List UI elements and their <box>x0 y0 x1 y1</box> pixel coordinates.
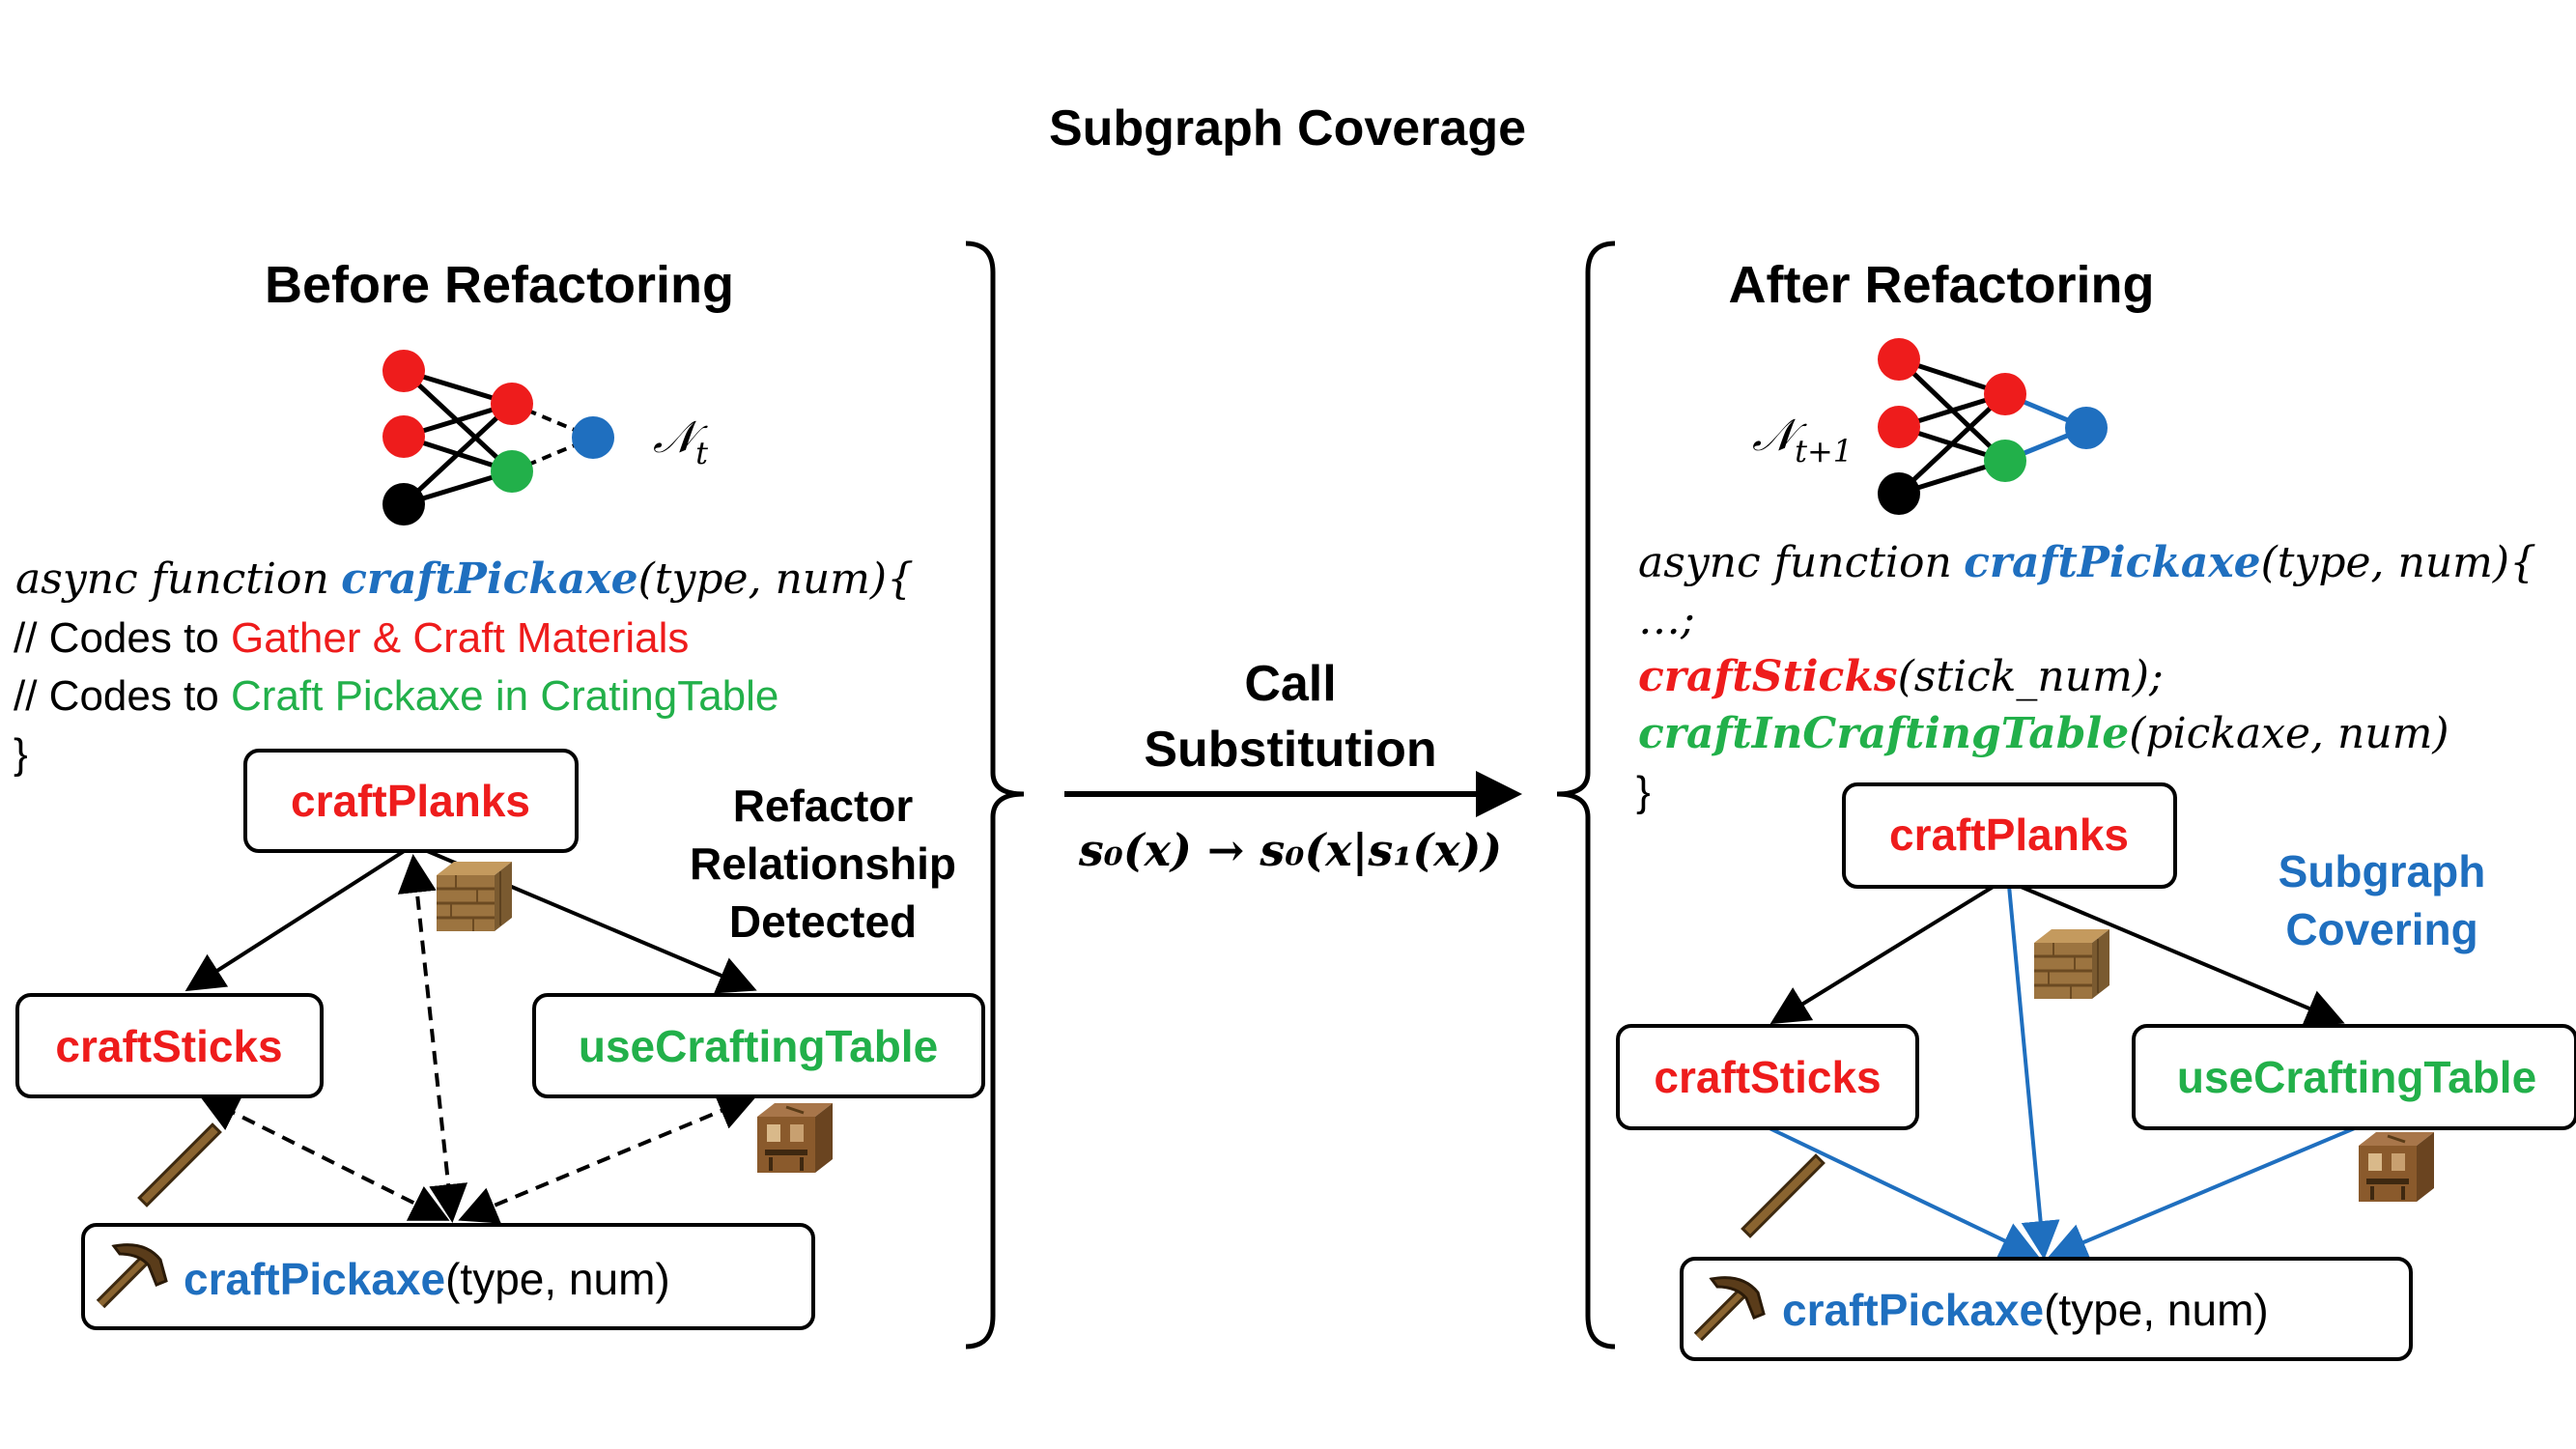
refactor-annotation-line1: Refactor <box>733 781 914 831</box>
node-after-craftplanks <box>1842 782 2177 889</box>
code-after-signature: async function craftPickaxe(type, num){ <box>1638 538 2536 587</box>
node-after-craftplanks-label: craftPlanks <box>1889 810 2129 860</box>
page-title: Subgraph Coverage <box>1049 100 1526 156</box>
stick-icon <box>147 1132 212 1198</box>
right-bracket <box>1556 241 1616 1350</box>
node-after-craftpickaxe-label: craftPickaxe(type, num) <box>1782 1285 2269 1335</box>
node-before-craftplanks <box>243 749 579 853</box>
subgraph-covering-line2: Covering <box>2285 904 2477 954</box>
node-before-craftsticks <box>15 993 324 1098</box>
network-label-after: 𝒩t+1 <box>1752 409 1853 469</box>
graph-after-edges <box>1767 884 2358 1261</box>
node-after-craftsticks <box>1616 1024 1919 1130</box>
call-substitution-line1: Call <box>1244 656 1336 712</box>
network-after-icon <box>1878 338 2108 515</box>
plank-block-icon <box>2032 927 2111 1001</box>
node-before-craftplanks-label: craftPlanks <box>291 776 530 826</box>
node-before-craftpickaxe-label: craftPickaxe(type, num) <box>184 1254 670 1304</box>
node-before-craftsticks-label: craftSticks <box>55 1021 282 1071</box>
stick-icon <box>1750 1163 1816 1229</box>
node-before-usecraftingtable <box>532 993 985 1098</box>
refactor-annotation-line3: Detected <box>729 896 917 947</box>
left-bracket <box>965 241 1025 1350</box>
code-line-craft: // Codes to Craft Pickaxe in CratingTabl… <box>14 672 778 720</box>
code-line-close: } <box>14 730 28 778</box>
code-line-signature: async function craftPickaxe(type, num){ <box>15 554 914 604</box>
after-heading: After Refactoring <box>1728 256 2154 314</box>
network-label-before: 𝒩t <box>653 411 708 471</box>
network-before-icon <box>382 350 614 526</box>
code-after-craftintable: craftInCraftingTable(pickaxe, num) <box>1638 709 2449 758</box>
node-before-craftpickaxe <box>81 1223 815 1330</box>
substitution-formula: s₀(x) → s₀(x|s₁(x)) <box>1078 824 1502 876</box>
crafting-table-icon <box>755 1101 835 1175</box>
node-after-craftsticks-label: craftSticks <box>1654 1052 1881 1102</box>
call-substitution-line2: Substitution <box>1144 722 1436 778</box>
node-after-usecraftingtable-label: useCraftingTable <box>2177 1052 2536 1102</box>
refactor-annotation-line2: Relationship <box>690 838 956 889</box>
code-after-close: } <box>1636 768 1651 815</box>
node-before-usecraftingtable-label: useCraftingTable <box>579 1021 938 1071</box>
code-after-craftsticks: craftSticks(stick_num); <box>1638 652 2164 701</box>
subgraph-covering-line1: Subgraph <box>2279 846 2486 896</box>
before-heading: Before Refactoring <box>265 256 734 314</box>
plank-block-icon <box>435 860 514 933</box>
code-line-gather: // Codes to Gather & Craft Materials <box>14 614 689 662</box>
node-after-usecraftingtable <box>2132 1024 2576 1130</box>
code-before: async function craftPickaxe(type, num){ … <box>14 554 914 778</box>
code-after: async function craftPickaxe(type, num){ … <box>1636 538 2536 815</box>
code-after-ellipsis: …; <box>1638 595 1695 644</box>
crafting-table-icon <box>2357 1130 2436 1204</box>
node-after-craftpickaxe <box>1680 1257 2413 1361</box>
